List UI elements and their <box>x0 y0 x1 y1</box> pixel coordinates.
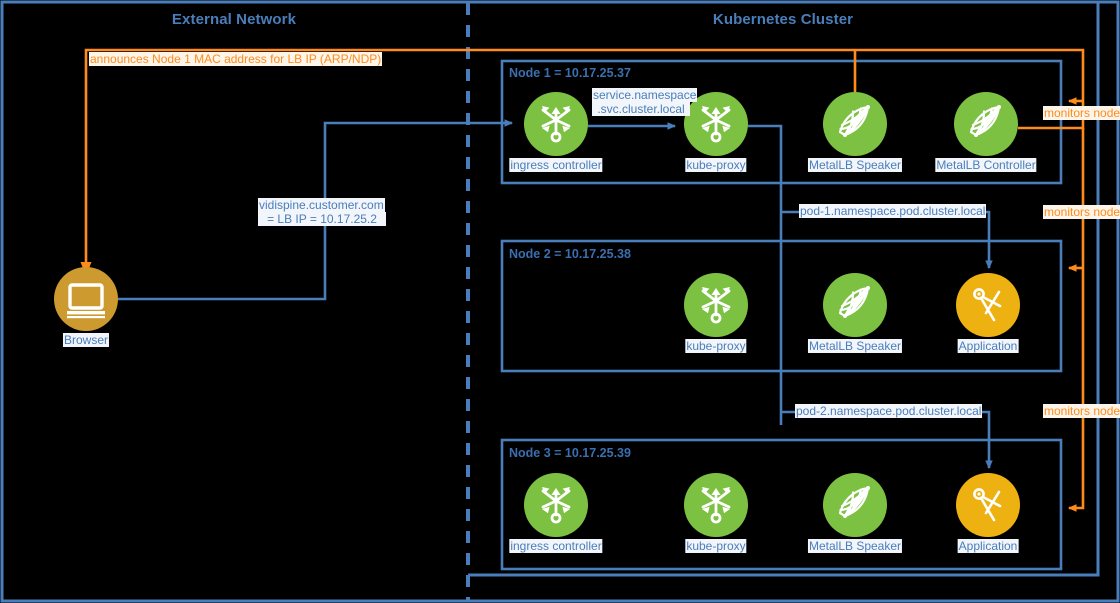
node-2-kube-proxy[interactable]: kube-proxy <box>684 273 748 353</box>
application-icon <box>973 288 1002 322</box>
zone-title-external: External Network <box>171 11 297 28</box>
node-2-metallb-speaker[interactable]: MetalLB Speaker <box>807 273 903 353</box>
browser-circle <box>54 267 118 331</box>
component-label: MetalLB Speaker <box>807 539 903 553</box>
browser-label: Browser <box>62 333 110 347</box>
application-circle <box>956 273 1020 337</box>
edge-label-monitors-node-2: monitors node <box>1043 205 1120 219</box>
arp-announce-path <box>84 48 1085 265</box>
metallb-icon <box>838 286 870 318</box>
node-3-metallb-speaker[interactable]: MetalLB Speaker <box>807 473 903 553</box>
component-label: MetalLB Controller <box>935 158 1037 172</box>
browser-node[interactable]: Browser <box>54 267 118 347</box>
node-3-box <box>500 438 1063 571</box>
kube-proxy-icon <box>701 106 731 143</box>
component-label: MetalLB Speaker <box>807 339 903 353</box>
metallb-icon <box>969 105 1001 137</box>
component-label: kube-proxy <box>685 539 747 553</box>
cluster-boundary <box>468 3 1100 577</box>
monitors-node-3-path <box>1067 128 1085 512</box>
edge-label-lb-ip-line2: = LB IP = 10.17.25.2 <box>258 212 386 226</box>
edge-label-service-dns-line1: service.namespace <box>592 88 698 102</box>
edge-label-pod-1-dns: pod-1.namespace.pod.cluster.local <box>799 204 987 218</box>
node-1-title: Node 1 = 10.17.25.37 <box>509 66 631 80</box>
kube-proxy-icon <box>701 487 731 524</box>
node-2-application[interactable]: Application <box>956 273 1020 353</box>
node-3-kube-proxy[interactable]: kube-proxy <box>684 473 748 553</box>
metallb-icon <box>838 105 870 137</box>
component-label: ingress controller <box>509 539 603 553</box>
kube-proxy-icon <box>701 287 731 324</box>
node-2-title: Node 2 = 10.17.25.38 <box>509 247 631 261</box>
edge-label-monitors-node-3: monitors node <box>1043 404 1120 418</box>
metallb-icon <box>838 486 870 518</box>
component-label: MetalLB Speaker <box>807 158 903 172</box>
edge-label-arp-announce: announces Node 1 MAC address for LB IP (… <box>89 52 383 66</box>
edge-label-service-dns-line2: .svc.cluster.local <box>592 102 690 116</box>
kube-proxy-icon <box>541 487 571 524</box>
node-3-ingress-controller[interactable]: ingress controller <box>509 473 603 553</box>
node-1-metallb-speaker[interactable]: MetalLB Speaker <box>807 92 903 172</box>
component-label: kube-proxy <box>685 339 747 353</box>
kubeproxy-trunk-path <box>748 124 783 425</box>
component-label: kube-proxy <box>685 158 747 172</box>
component-label: Application <box>957 539 1019 553</box>
zone-title-cluster: Kubernetes Cluster <box>712 11 854 28</box>
component-label: Application <box>957 339 1019 353</box>
component-label: ingress controller <box>509 158 603 172</box>
application-icon <box>973 488 1002 522</box>
kube-proxy-icon <box>541 106 571 143</box>
node-3-title: Node 3 = 10.17.25.39 <box>509 446 631 460</box>
node-1-metallb-controller[interactable]: MetalLB Controller <box>935 92 1037 172</box>
node-3-application[interactable]: Application <box>956 473 1020 553</box>
edge-label-monitors-node-1: monitors node <box>1043 106 1120 120</box>
node-1-kube-proxy[interactable]: kube-proxy <box>684 92 748 172</box>
node-1-ingress-controller[interactable]: ingress controller <box>509 92 603 172</box>
application-circle <box>956 473 1020 537</box>
browser-icon <box>67 283 105 319</box>
edge-label-lb-ip-line1: vidispine.customer.com <box>258 198 385 212</box>
edge-label-pod-2-dns: pod-2.namespace.pod.cluster.local <box>795 404 983 418</box>
